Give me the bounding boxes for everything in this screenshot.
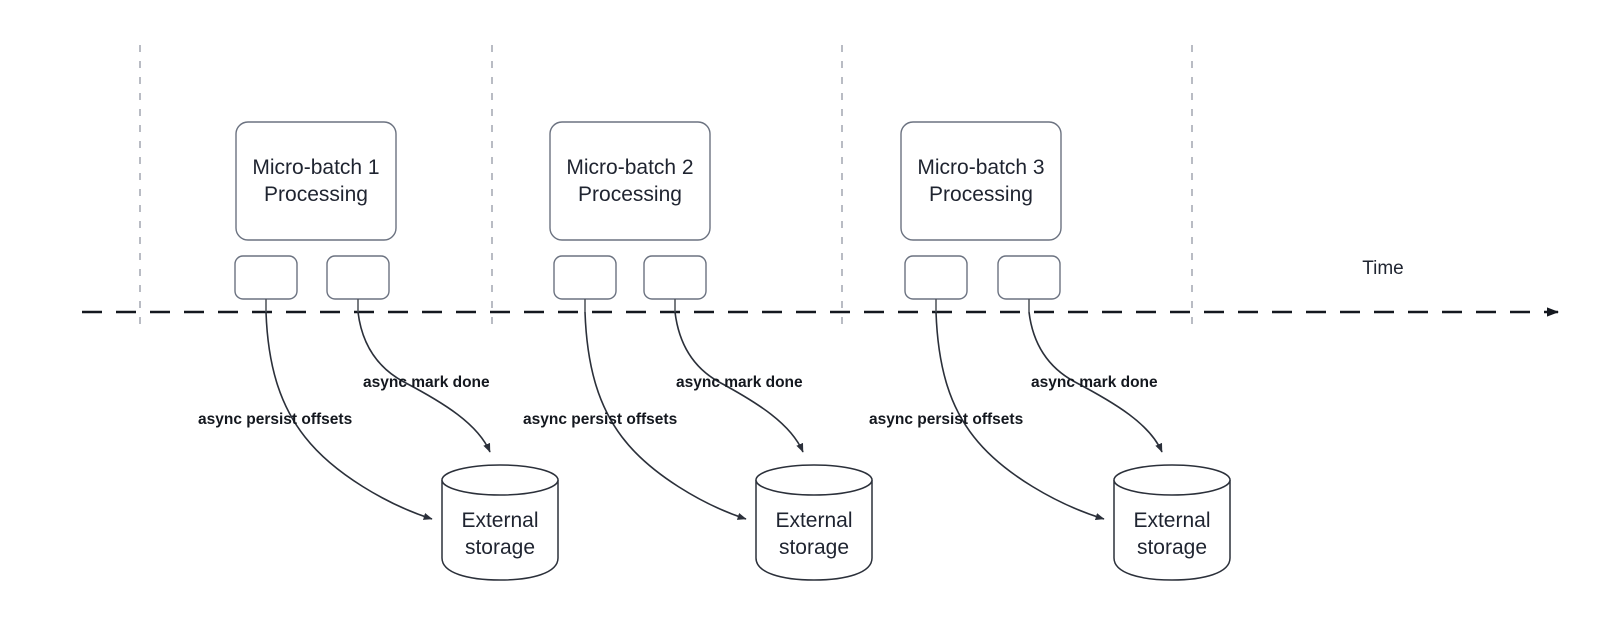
micro-batch-3-mark-done-arrow — [1028, 311, 1163, 453]
micro-batch-2-mark-done-label: async mark done — [676, 374, 803, 391]
micro-batch-1-cylinder-top — [441, 464, 559, 496]
micro-batch-1-persist-task-box[interactable] — [234, 255, 298, 300]
micro-batch-1-mark-done-arrow — [357, 311, 491, 453]
micro-batch-2-storage-label-line2: storage — [779, 536, 849, 559]
micro-batch-2-label-line1: Micro-batch 2 — [566, 156, 693, 179]
micro-batch-2-storage-label-line1: External — [775, 509, 852, 532]
micro-batch-2-persist-task-box[interactable] — [553, 255, 617, 300]
micro-batch-1-mark-done-label: async mark done — [363, 374, 490, 391]
micro-batch-3-processing-box[interactable] — [900, 121, 1062, 241]
micro-batch-3-label-line2: Processing — [929, 183, 1033, 206]
micro-batch-3-persist-offsets-arrow — [935, 311, 1105, 520]
micro-batch-3-persist-offsets-label: async persist offsets — [869, 411, 1023, 428]
micro-batch-3-markdone-task-box[interactable] — [997, 255, 1061, 300]
micro-batch-3-persist-task-box[interactable] — [904, 255, 968, 300]
micro-batch-1-label-line1: Micro-batch 1 — [252, 156, 379, 179]
micro-batch-group-1: Micro-batch 1 Processing async persist o… — [198, 121, 559, 581]
micro-batch-2-label-line2: Processing — [578, 183, 682, 206]
micro-batch-3-label-line1: Micro-batch 3 — [917, 156, 1044, 179]
micro-batch-2-persist-offsets-arrow — [584, 311, 747, 520]
micro-batch-1-processing-box[interactable] — [235, 121, 397, 241]
micro-batch-2-external-storage-cylinder[interactable]: External storage — [755, 464, 873, 581]
micro-batch-1-storage-label-line1: External — [461, 509, 538, 532]
micro-batch-3-cylinder-top — [1113, 464, 1231, 496]
micro-batch-1-markdone-task-box[interactable] — [326, 255, 390, 300]
micro-batch-1-label-line2: Processing — [264, 183, 368, 206]
micro-batch-3-external-storage-cylinder[interactable]: External storage — [1113, 464, 1231, 581]
micro-batch-2-persist-offsets-label: async persist offsets — [523, 411, 677, 428]
micro-batch-3-cylinder-body — [1113, 480, 1231, 581]
micro-batch-group-3: Micro-batch 3 Processing async persist o… — [869, 121, 1231, 581]
micro-batch-2-cylinder-body — [755, 480, 873, 581]
batch-boundary-grid — [139, 45, 1193, 333]
micro-batch-1-external-storage-cylinder[interactable]: External storage — [441, 464, 559, 581]
time-axis-label: Time — [1362, 258, 1404, 279]
micro-batch-1-persist-offsets-label: async persist offsets — [198, 411, 352, 428]
time-axis: Time — [82, 258, 1559, 317]
micro-batch-2-processing-box[interactable] — [549, 121, 711, 241]
micro-batch-2-markdone-task-box[interactable] — [643, 255, 707, 300]
micro-batch-1-storage-label-line2: storage — [465, 536, 535, 559]
micro-batch-1-persist-offsets-arrow — [265, 311, 433, 520]
micro-batch-3-storage-label-line2: storage — [1137, 536, 1207, 559]
micro-batch-2-mark-done-arrow — [674, 311, 804, 453]
micro-batch-3-storage-label-line1: External — [1133, 509, 1210, 532]
micro-batch-1-cylinder-body — [441, 480, 559, 581]
micro-batch-2-cylinder-top — [755, 464, 873, 496]
micro-batch-3-mark-done-label: async mark done — [1031, 374, 1158, 391]
micro-batch-group-2: Micro-batch 2 Processing async persist o… — [523, 121, 873, 581]
